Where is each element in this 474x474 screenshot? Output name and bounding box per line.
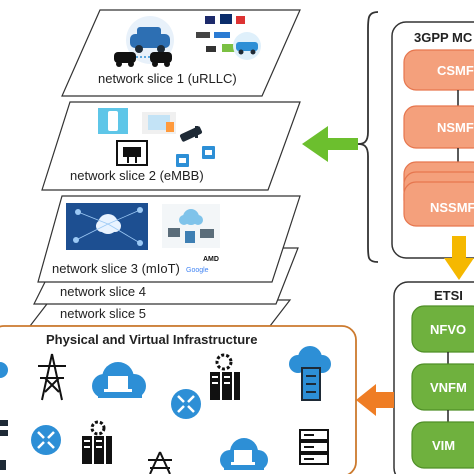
cloud-icon <box>0 362 8 378</box>
csmf-box: CSMF <box>403 49 474 91</box>
slice-2-label: network slice 2 (eMBB) <box>70 168 204 183</box>
slice-stack: network slice 5 network slice 4 network … <box>28 9 301 327</box>
rack-server-icon <box>299 429 329 465</box>
orange-arrow-icon <box>356 384 394 416</box>
slice-2-tablet-image <box>142 112 176 134</box>
infrastructure-panel: Physical and Virtual Infrastructure <box>0 325 357 474</box>
green-arrow-icon <box>302 126 358 162</box>
server-rack-icon <box>0 420 8 470</box>
nsmf-label: NSMF <box>437 120 474 135</box>
router-icon-2 <box>31 425 61 455</box>
yellow-arrow-icon <box>444 236 474 280</box>
transmission-tower-icon <box>38 353 66 401</box>
amd-logo-text: AMD <box>203 256 219 263</box>
google-logo-text: Google <box>186 267 209 274</box>
nfvo-box: NFVO <box>411 305 474 353</box>
router-icon <box>171 389 201 419</box>
curly-brace <box>357 11 379 263</box>
slice-2-camera-sign-icon <box>176 146 215 167</box>
slice-2-phone-image <box>98 108 128 134</box>
nssmf-box-stack: NSSMF <box>403 161 474 227</box>
slice-1-plane <box>61 9 301 97</box>
slice-1-label: network slice 1 (uRLLC) <box>98 71 237 86</box>
slice-2-cctv-camera-icon <box>179 126 203 142</box>
vnfm-box: VNFM <box>411 363 474 411</box>
cloud-laptop-icon <box>92 362 146 398</box>
csmf-label: CSMF <box>437 63 474 78</box>
slice-5-label: network slice 5 <box>60 306 146 321</box>
slice-1-brand-logos <box>196 14 245 52</box>
cloud-laptop-icon-2 <box>220 438 268 470</box>
nfvo-label: NFVO <box>430 322 466 337</box>
vnfm-label: VNFM <box>430 380 467 395</box>
data-center-gear-icon <box>210 353 240 400</box>
transmission-tower-icon-2 <box>148 451 172 474</box>
slice-3-cloud-devices-image <box>162 204 220 248</box>
mgmt-3gpp-title: 3GPP MC <box>414 30 473 45</box>
slice-1-autonomous-car-icon <box>114 52 172 67</box>
slice-2-billboard-icon <box>116 140 148 166</box>
cloud-server-icon <box>289 346 331 401</box>
vim-box: VIM <box>411 421 474 469</box>
vim-label: VIM <box>432 438 455 453</box>
slice-1-connected-vehicle-icon <box>233 32 261 60</box>
mgmt-3gpp-panel: 3GPP MC CSMF NSMF NSSMF <box>391 21 474 259</box>
etsi-panel: ETSI NFVO VNFM VIM <box>393 281 474 474</box>
slice-3-label: network slice 3 (mIoT) <box>52 261 180 276</box>
etsi-title: ETSI <box>434 288 463 303</box>
slice-4-label: network slice 4 <box>60 284 146 299</box>
nsmf-box: NSMF <box>403 105 474 149</box>
slice-3-iot-image <box>66 203 148 250</box>
infrastructure-title: Physical and Virtual Infrastructure <box>46 332 257 347</box>
nssmf-label: NSSMF <box>430 200 474 215</box>
data-center-gear-icon-2 <box>82 420 112 464</box>
